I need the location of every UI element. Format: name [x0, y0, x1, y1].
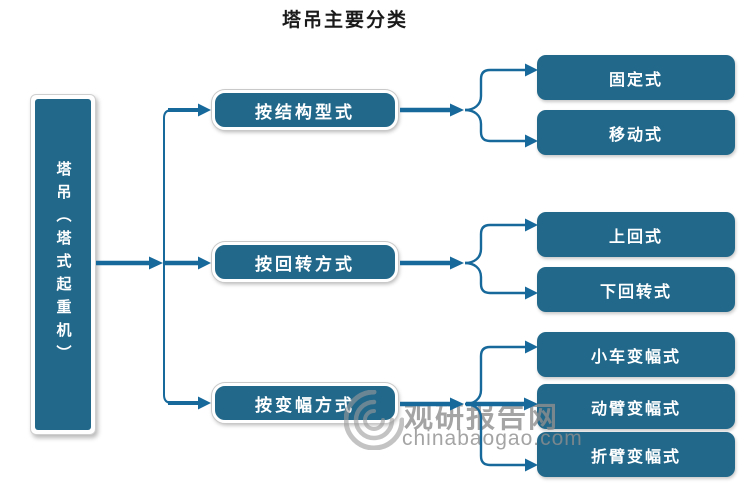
leaf-box-top-slewing: 上回式	[537, 212, 735, 257]
leaf-box-folding-arm-luffing: 折臂变幅式	[537, 432, 735, 477]
category-box-structure-type: 按结构型式	[212, 90, 398, 130]
leaf-label: 移动式	[608, 126, 663, 144]
branch-category-1-bottom	[464, 108, 538, 148]
leaf-box-mobile: 移动式	[537, 110, 735, 155]
root-node-fill: 塔吊（塔式起重机）	[35, 99, 91, 430]
watermark-domain: chinabaogao.com	[402, 427, 583, 450]
leaf-label: 小车变幅式	[590, 348, 681, 366]
leaf-label: 下回转式	[599, 283, 672, 301]
root-node-box: 塔吊（塔式起重机）	[30, 94, 96, 435]
arrow-trunk-to-category-2	[165, 256, 211, 270]
leaf-box-trolley-luffing: 小车变幅式	[537, 332, 735, 377]
leaf-box-bottom-slewing: 下回转式	[537, 267, 735, 312]
branch-category-2-top	[464, 218, 538, 265]
leaf-label: 折臂变幅式	[590, 448, 681, 466]
category-label: 按结构型式	[255, 102, 355, 122]
leaf-box-fixed: 固定式	[537, 55, 735, 100]
root-node-label: 塔吊（塔式起重机）	[54, 161, 71, 368]
leaf-label: 固定式	[608, 71, 663, 89]
diagram-title: 塔吊主要分类	[281, 10, 408, 31]
trunk-line	[163, 109, 176, 404]
category-label: 按回转方式	[255, 254, 355, 274]
leaf-label: 动臂变幅式	[590, 400, 681, 418]
branch-category-1-top	[464, 63, 538, 112]
watermark-swirl-logo-icon	[344, 390, 404, 450]
arrow-trunk-to-category-1	[168, 103, 211, 117]
arrow-category-2-feeder	[400, 256, 464, 270]
category-box-slewing-mode: 按回转方式	[212, 242, 398, 282]
leaf-label: 上回式	[608, 228, 663, 246]
leaf-box-boom-luffing: 动臂变幅式	[537, 384, 735, 429]
arrow-category-1-feeder	[400, 103, 464, 117]
arrow-trunk-to-category-3	[168, 396, 211, 410]
arrow-root-to-trunk	[96, 256, 163, 270]
category-label: 按变幅方式	[255, 395, 355, 415]
branch-category-2-bottom	[464, 261, 538, 300]
